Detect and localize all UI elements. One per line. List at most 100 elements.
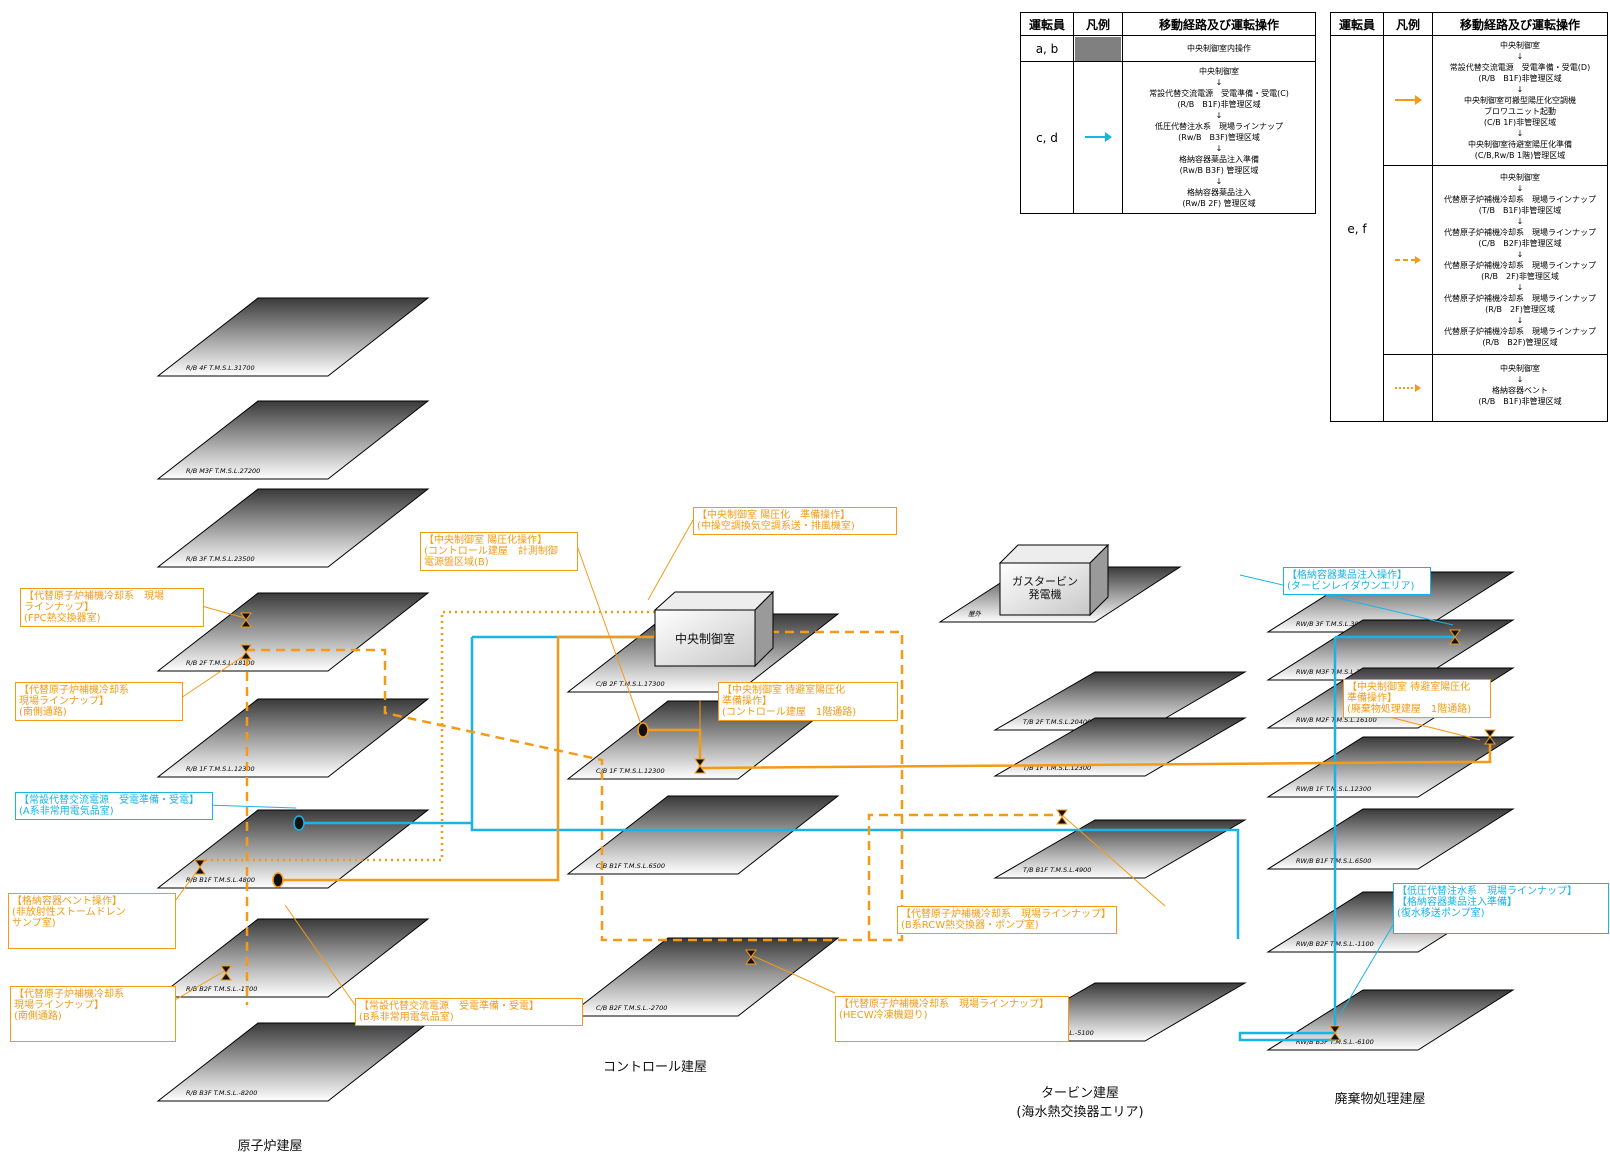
annotation-chemical-injection: 【格納容器薬品注入操作】 (タービンレイダウンエリア) (1283, 567, 1431, 595)
floor-cb-2: C/B B1F T.M.S.L.6500 (566, 795, 840, 875)
header-operator: 運転員 (1020, 12, 1074, 36)
legend-row_ef-dotted-line: 格納容器ベント (1492, 386, 1548, 395)
route-ef-dashed (245, 630, 904, 1005)
floor-cb-1-label: C/B 1F T.M.S.L.12300 (596, 767, 665, 775)
legend-row_ef-dotted-line: (R/B B1F)非管理区域 (1478, 397, 1562, 406)
legend-row_cd-lines-line: (Rw/B B3F)管理区域 (1178, 133, 1260, 142)
valve-cb-1f-icon (694, 758, 706, 774)
floor-tb-0-label: T/B 2F T.M.S.L.20400 (1023, 718, 1091, 726)
legend-row_cd-lines-line: 低圧代替注水系 現場ラインナップ (1155, 122, 1283, 131)
legend-row_ef-solid-line: 中央制御室可搬型陽圧化空調機 (1464, 96, 1576, 105)
legend-row_ef-solid-line: (R/B B1F)非管理区域 (1478, 74, 1562, 83)
floor-rw-4-label: RW/B B1F T.M.S.L.6500 (1296, 857, 1371, 865)
floor-rw-3-label: RW/B 1F T.M.S.L.12300 (1296, 785, 1371, 793)
legend-row_ef-solid-line: ↓ (1516, 85, 1524, 94)
header-route-2: 移動経路及び運転操作 (1432, 12, 1608, 36)
legend-row_ef-dashed-line: 代替原子炉補機冷却系 現場ラインナップ (1444, 261, 1596, 270)
floor-tb-1: T/B 1F T.M.S.L.12300 (993, 717, 1247, 777)
floor-rb-2-label: R/B 3F T.M.S.L.23500 (186, 555, 255, 563)
route-ef-dashed-text: 中央制御室 ↓ 代替原子炉補機冷却系 現場ラインナップ (T/B B1F)非管理区域 ↓… (1432, 165, 1608, 355)
legend-row_ef-dashed-line: 代替原子炉補機冷却系 現場ラインナップ (1444, 195, 1596, 204)
floor-tb-1-label: T/B 1F T.M.S.L.12300 (1023, 764, 1091, 772)
floor-rw-0-label: RW/B 3F T.M.S.L.30900 (1296, 620, 1371, 628)
floor-rb-5-label: R/B B1F T.M.S.L.4800 (186, 876, 255, 884)
header-legend: 凡例 (1073, 12, 1123, 36)
floor-rw-1-label: RW/B M3F T.M.S.L.21500 (1296, 668, 1377, 676)
legend-row_ef-dotted-line: 中央制御室 (1500, 364, 1540, 373)
valve-cb-b2f-icon (745, 949, 757, 965)
legend-row_ef-solid-line: ↓ (1516, 129, 1524, 138)
legend-row_ef-solid-line: 中央制御室 (1500, 41, 1540, 50)
floor-outdoor-label: 屋外 (968, 610, 982, 618)
legend-orange-dotted-arrow-icon (1383, 354, 1433, 422)
valve-rb-b2f-icon (220, 965, 232, 981)
legend-row_ef-dashed-line: ↓ (1516, 283, 1524, 292)
operator-ef: e, f (1330, 35, 1384, 422)
operator-ab: a, b (1020, 35, 1074, 62)
legend-row_ef-dashed-line: 中央制御室 (1500, 173, 1540, 182)
legend-row_ef-dashed-line: (R/B B2F)管理区域 (1482, 338, 1558, 347)
floor-cb-2-label: C/B B1F T.M.S.L.6500 (596, 862, 665, 870)
valve-rb-b1f-icon (194, 859, 206, 875)
legend-table-1: 運転員 凡例 移動経路及び運転操作 a, b 中央制御室内操作 c, d 中央制… (1020, 12, 1316, 214)
building-name-reactor: 原子炉建屋 (237, 1139, 303, 1154)
annotation-a-electrical-room: 【常設代替交流電源 受電準備・受電】 (A系非常用電気品室) (15, 792, 213, 820)
legend-row_cd-lines-line: ↓ (1215, 111, 1223, 120)
floor-rb-0-label: R/B 4F T.M.S.L.31700 (186, 364, 255, 372)
floor-rb-1-label: R/B M3F T.M.S.L.27200 (186, 467, 260, 475)
legend-row_ef-dashed-line: (R/B 2F)非管理区域 (1481, 272, 1559, 281)
operator-cd: c, d (1020, 61, 1074, 214)
central-control-label: 中央制御室 (674, 632, 735, 646)
annotation-condensate-pump-room: 【低圧代替注水系 現場ラインナップ】 【格納容器薬品注入準備】 (復水移送ポンプ… (1393, 883, 1609, 934)
header-operator-2: 運転員 (1330, 12, 1384, 36)
legend-row_cd-lines-line: 中央制御室 (1199, 67, 1239, 76)
valve-rw-3f-icon (1449, 629, 1461, 645)
route-cd (470, 637, 1240, 939)
annotation-ccr-shelter-rw: 【中央制御室 待避室陽圧化 準備操作】 (廃棄物処理建屋 1階通路) (1343, 679, 1491, 718)
floor-rw-2-label: RW/B M2F T.M.S.L.16100 (1296, 716, 1377, 724)
annotation-fpc-hx-room: 【代替原子炉補機冷却系 現場 ラインナップ】 (FPC熱交換器室) (20, 588, 204, 627)
floor-rb-4: R/B 1F T.M.S.L.12300 (156, 698, 430, 778)
route-ef-dashed2 (867, 813, 1062, 940)
legend-cyan-arrow-icon (1073, 61, 1123, 214)
annotation-ccr-pressurization: 【中央制御室 陽圧化操作】 (コントロール建屋 計測制御 電源盤区域(B) (420, 532, 578, 571)
legend-row_ef-dashed-line: (R/B 2F)管理区域 (1485, 305, 1555, 314)
floor-rb-2: R/B 3F T.M.S.L.23500 (156, 488, 430, 568)
legend-row_cd-lines-line: (R/B B1F)非管理区域 (1177, 100, 1261, 109)
legend-gray-swatch (1073, 35, 1123, 62)
floor-rw-6: RW/B B3F T.M.S.L.-6100 (1266, 989, 1515, 1051)
legend-row_cd-lines-line: (Rw/B 2F) 管理区域 (1182, 199, 1256, 208)
legend-row_ef-dashed-line: ↓ (1516, 184, 1524, 193)
annotation-hecw-area: 【代替原子炉補機冷却系 現場ラインナップ】 (HECW冷凍機廻り) (835, 996, 1069, 1042)
legend-row_cd-lines-line: ↓ (1215, 144, 1223, 153)
legend-row_ef-solid-line: ブロワユニット起動 (1484, 107, 1556, 116)
floor-rb-7-label: R/B B3F T.M.S.L.-8200 (186, 1089, 257, 1097)
legend-row_cd-lines-line: 格納容器薬品注入準備 (1179, 155, 1259, 164)
gas-turbine-box (998, 543, 1110, 617)
legend-row_ef-dashed-line: (T/B B1F)非管理区域 (1478, 206, 1562, 215)
legend-row_ef-solid-line: ↓ (1516, 52, 1524, 61)
route-ef-dotted (202, 610, 655, 862)
route-ef-solid (278, 635, 655, 882)
floor-cb-3: C/B B2F T.M.S.L.-2700 (566, 937, 840, 1017)
building-name-control: コントロール建屋 (602, 1060, 707, 1075)
legend-row_ef-solid-line: 常設代替交流電源 受電準備・受電(D) (1449, 63, 1591, 72)
route-ef-dotted-text: 中央制御室↓格納容器ベント(R/B B1F)非管理区域 (1432, 354, 1608, 422)
floor-rw-3: RW/B 1F T.M.S.L.12300 (1266, 736, 1515, 798)
legend-row_ef-dashed-line: ↓ (1516, 316, 1524, 325)
valve-rb-2f-a-icon (240, 612, 252, 628)
legend-row_cd-lines-line: ↓ (1215, 177, 1223, 186)
floor-rb-6: R/B B2F T.M.S.L.-1700 (156, 918, 430, 998)
gas-turbine-label: ガスタービン 発電機 (1012, 575, 1078, 601)
floor-cb-0-label: C/B 2F T.M.S.L.17300 (596, 680, 665, 688)
header-legend-2: 凡例 (1383, 12, 1433, 36)
floor-rb-1: R/B M3F T.M.S.L.27200 (156, 400, 430, 480)
floor-rb-4-label: R/B 1F T.M.S.L.12300 (186, 765, 255, 773)
floor-rw-6-label: RW/B B3F T.M.S.L.-6100 (1296, 1038, 1374, 1046)
valve-rb-2f-b-icon (240, 644, 252, 660)
circle-b-electrical-icon (272, 872, 284, 888)
route-ab-text: 中央制御室内操作 (1122, 35, 1316, 62)
floor-rb-5: R/B B1F T.M.S.L.4800 (156, 809, 430, 889)
circle-cb-1f-icon (637, 722, 649, 738)
floor-rb-7: R/B B3F T.M.S.L.-8200 (156, 1022, 430, 1102)
